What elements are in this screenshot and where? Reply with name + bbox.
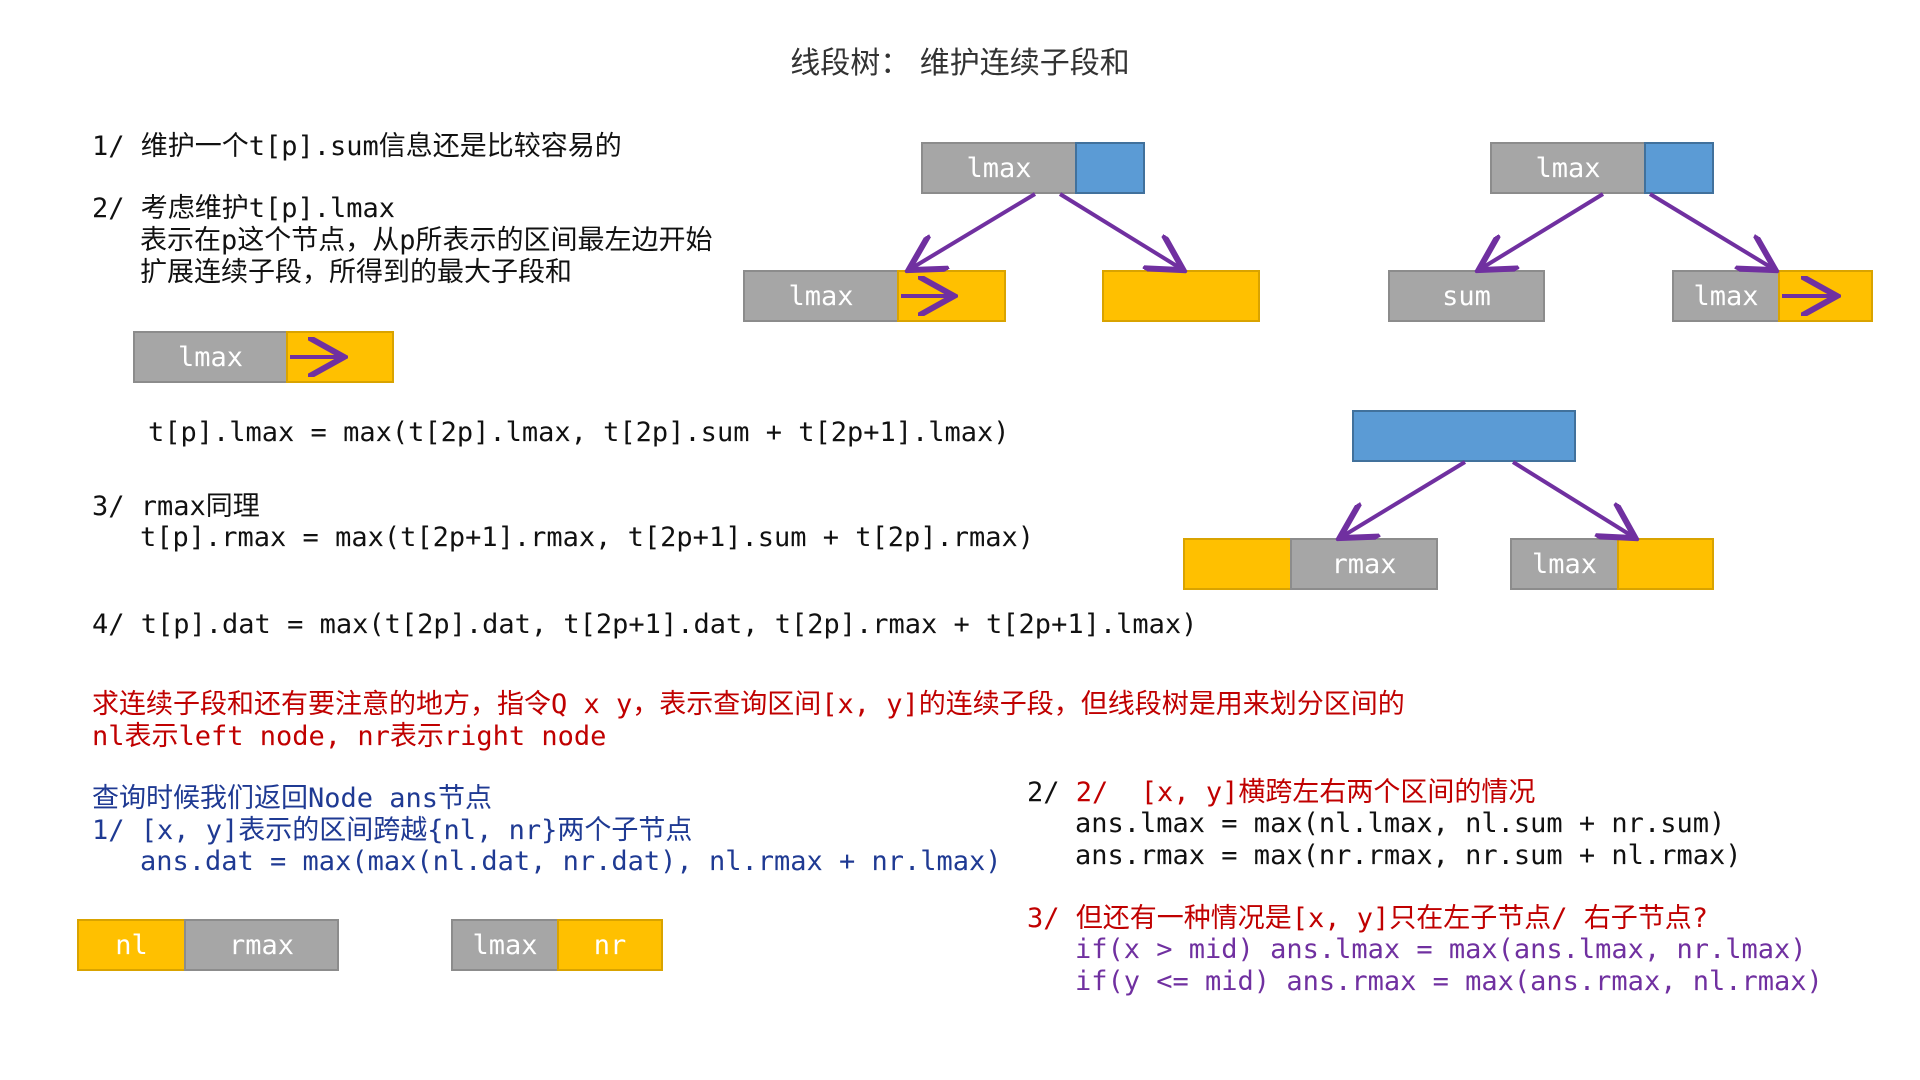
query-case-2-prefix: 2/ [1027, 777, 1076, 808]
query-case-3: 3/ 但还有一种情况是[x, y]只在左子节点/ 右子节点? [1027, 903, 1709, 934]
tree2-right-edge [1648, 192, 1772, 268]
query-heading: 查询时候我们返回Node ans节点 [92, 783, 493, 814]
note-lmax-heading: 2/ 考虑维护t[p].lmax [92, 193, 396, 224]
warning-line-1: 求连续子段和还有要注意的地方，指令Q x y，表示查询区间[x, y]的连续子段… [92, 689, 1405, 720]
warning-line-2: nl表示left node, nr表示right node [92, 721, 607, 752]
tree3-right-rest [1617, 538, 1714, 590]
tree1-left-lmax: lmax [743, 270, 899, 322]
nl-box: nl [77, 919, 186, 971]
query-case-3-if-y: if(y <= mid) ans.rmax = max(ans.rmax, nl… [1075, 966, 1823, 997]
tree3-right-edge [1511, 460, 1632, 536]
tree1-left-edge [912, 192, 1037, 268]
tree3-left-edge [1343, 460, 1467, 536]
query-case-1-formula: ans.dat = max(max(nl.dat, nr.dat), nl.rm… [140, 846, 1002, 877]
tree2-parent-lmax: lmax [1490, 142, 1646, 194]
query-case-2-rmax: ans.rmax = max(nr.rmax, nr.sum + nl.rmax… [1075, 840, 1742, 871]
formula-rmax: t[p].rmax = max(t[2p+1].rmax, t[2p+1].su… [140, 522, 1035, 553]
tree2-left-edge [1482, 192, 1605, 268]
note-sum: 1/ 维护一个t[p].sum信息还是比较容易的 [92, 131, 622, 162]
query-case-2-lmax: ans.lmax = max(nl.lmax, nl.sum + nr.sum) [1075, 808, 1726, 839]
query-case-1: 1/ [x, y]表示的区间跨越{nl, nr}两个子节点 [92, 815, 693, 846]
tree2-right-rest [1778, 270, 1873, 322]
tree1-parent-lmax: lmax [921, 142, 1077, 194]
nr-lmax-box: lmax [451, 919, 559, 971]
page-title: 线段树： 维护连续子段和 [790, 46, 1130, 81]
tree2-right-lmax: lmax [1672, 270, 1780, 322]
tree3-right-lmax: lmax [1510, 538, 1619, 590]
query-case-2: 2/ 2/ [x, y]横跨左右两个区间的情况 [1027, 777, 1535, 809]
example-lmax-extension [286, 331, 394, 383]
tree1-right-child [1102, 270, 1260, 322]
tree1-right-edge [1058, 192, 1180, 268]
formula-dat: 4/ t[p].dat = max(t[2p].dat, t[2p+1].dat… [92, 609, 1198, 640]
tree3-left-rmax: rmax [1290, 538, 1438, 590]
note-rmax-heading: 3/ rmax同理 [92, 491, 260, 522]
query-case-2-title: 2/ [x, y]横跨左右两个区间的情况 [1075, 777, 1536, 808]
tree3-parent [1352, 410, 1576, 462]
note-lmax-desc-1: 表示在p这个节点，从p所表示的区间最左边开始 [140, 225, 713, 256]
tree3-left-rest [1183, 538, 1292, 590]
tree2-left-sum: sum [1388, 270, 1545, 322]
formula-lmax: t[p].lmax = max(t[2p].lmax, t[2p].sum + … [148, 417, 1010, 448]
tree1-left-rest [897, 270, 1006, 322]
tree1-parent-rest [1075, 142, 1145, 194]
tree2-parent-rest [1644, 142, 1714, 194]
example-lmax-box: lmax [133, 331, 288, 383]
query-case-3-if-x: if(x > mid) ans.lmax = max(ans.lmax, nr.… [1075, 934, 1807, 965]
nr-box: nr [557, 919, 663, 971]
nl-rmax-box: rmax [184, 919, 339, 971]
note-lmax-desc-2: 扩展连续子段，所得到的最大子段和 [140, 257, 572, 288]
